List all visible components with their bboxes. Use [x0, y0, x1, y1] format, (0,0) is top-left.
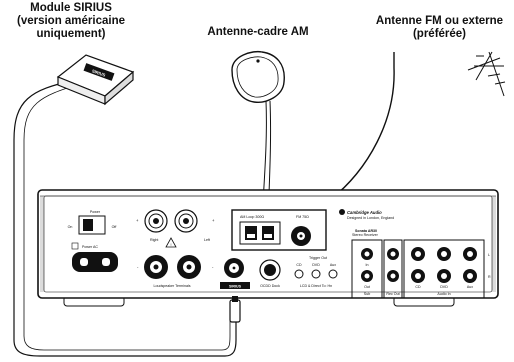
warning-icon: ! — [171, 243, 172, 247]
trigger-cd-label: CD — [296, 263, 302, 267]
am-loop-label: AM Loop 300Ω — [240, 215, 264, 219]
sirius-cable-inner — [23, 83, 231, 351]
rec-out-group: Rec Out — [383, 239, 403, 299]
rec-out-label: Rec Out — [386, 292, 399, 296]
sirius-module-label-line1: Module SIRIUS — [30, 2, 112, 14]
ocdd-dock-port: OCDD Dock — [259, 259, 281, 288]
audio-in-aux-label: Aux — [467, 285, 473, 289]
fm-antenna-label-line2: (préférée) — [412, 28, 467, 40]
sirius-port: SIRIUS — [220, 258, 250, 323]
fm-label: FM 75Ω — [296, 215, 309, 219]
fm-antenna-label: Antenne FM ou externe (préférée) — [365, 15, 514, 41]
sirius-module-icon: SIRIUS — [56, 54, 135, 106]
brand-sub: Designed in London, England — [347, 216, 394, 220]
l-channel-label: L — [488, 253, 490, 257]
power-switch: Power On Off — [68, 210, 117, 235]
left-label: Left — [204, 238, 210, 242]
audio-in-dvd-label: DVD — [440, 285, 448, 289]
sub-label: Sub — [364, 292, 370, 296]
right-plus-label: + — [136, 218, 139, 223]
speaker-terminals: + + Right Left ! - - Loudspeaker Termina… — [136, 209, 215, 288]
ocdd-dock-label: OCDD Dock — [260, 284, 280, 288]
am-antenna-label: Antenne-cadre AM — [207, 26, 309, 38]
power-ac-label: Power AC — [82, 245, 98, 249]
right-label: Right — [150, 238, 158, 242]
model-label: Sonata AR30 — [355, 229, 377, 233]
trigger-aux-label: Aux — [330, 263, 336, 267]
model-sub: Stereo Receiver — [352, 233, 379, 237]
sirius-module-label-line2: (version américaine — [16, 15, 126, 27]
sirius-port-logo: SIRIUS — [229, 285, 242, 289]
off-label: Off — [112, 225, 117, 229]
sirius-module-logo: SIRIUS — [91, 68, 106, 78]
antenna-inputs-box: AM Loop 300Ω FM 75Ω — [231, 209, 327, 251]
trigger-out-label: Trigger Out — [309, 256, 327, 260]
audio-in-cd-label: CD — [415, 285, 421, 289]
trigger-dvd-label: DVD — [312, 263, 320, 267]
brand-logo: Cambridge Audio — [347, 210, 382, 215]
sirius-module-label: Module SIRIUS (version américaine unique… — [0, 2, 142, 41]
power-label: Power — [90, 210, 101, 214]
brand-area: Cambridge Audio Designed in London, Engl… — [339, 209, 394, 237]
sub-out-label: Out — [364, 285, 370, 289]
loudspeaker-terminals-label: Loudspeaker Terminals — [153, 284, 190, 288]
sub-output-group: In Out Sub — [351, 239, 383, 299]
on-label: On — [68, 225, 73, 229]
sub-in-label: In — [366, 263, 369, 267]
fm-antenna-label-line1: Antenne FM ou externe — [375, 15, 504, 27]
link-to-label: LCD & Direct To: Hn — [300, 284, 332, 288]
receiver-back-panel — [37, 189, 499, 307]
right-minus-label: - — [137, 265, 139, 270]
audio-in-label: Audio In — [437, 292, 450, 296]
audio-in-group: CD DVD Aux Audio In L R — [403, 239, 491, 299]
trigger-outputs: Trigger Out CD DVD Aux LCD & Direct To: … — [294, 256, 338, 288]
r-channel-label: R — [488, 275, 491, 279]
power-ac-inlet: Power AC — [71, 242, 118, 272]
fm-external-antenna-icon — [467, 51, 506, 97]
left-plus-label: + — [212, 218, 215, 223]
sirius-module-label-line3: uniquement) — [36, 28, 106, 40]
left-minus-label: - — [212, 265, 214, 270]
sirius-cable — [13, 79, 237, 357]
